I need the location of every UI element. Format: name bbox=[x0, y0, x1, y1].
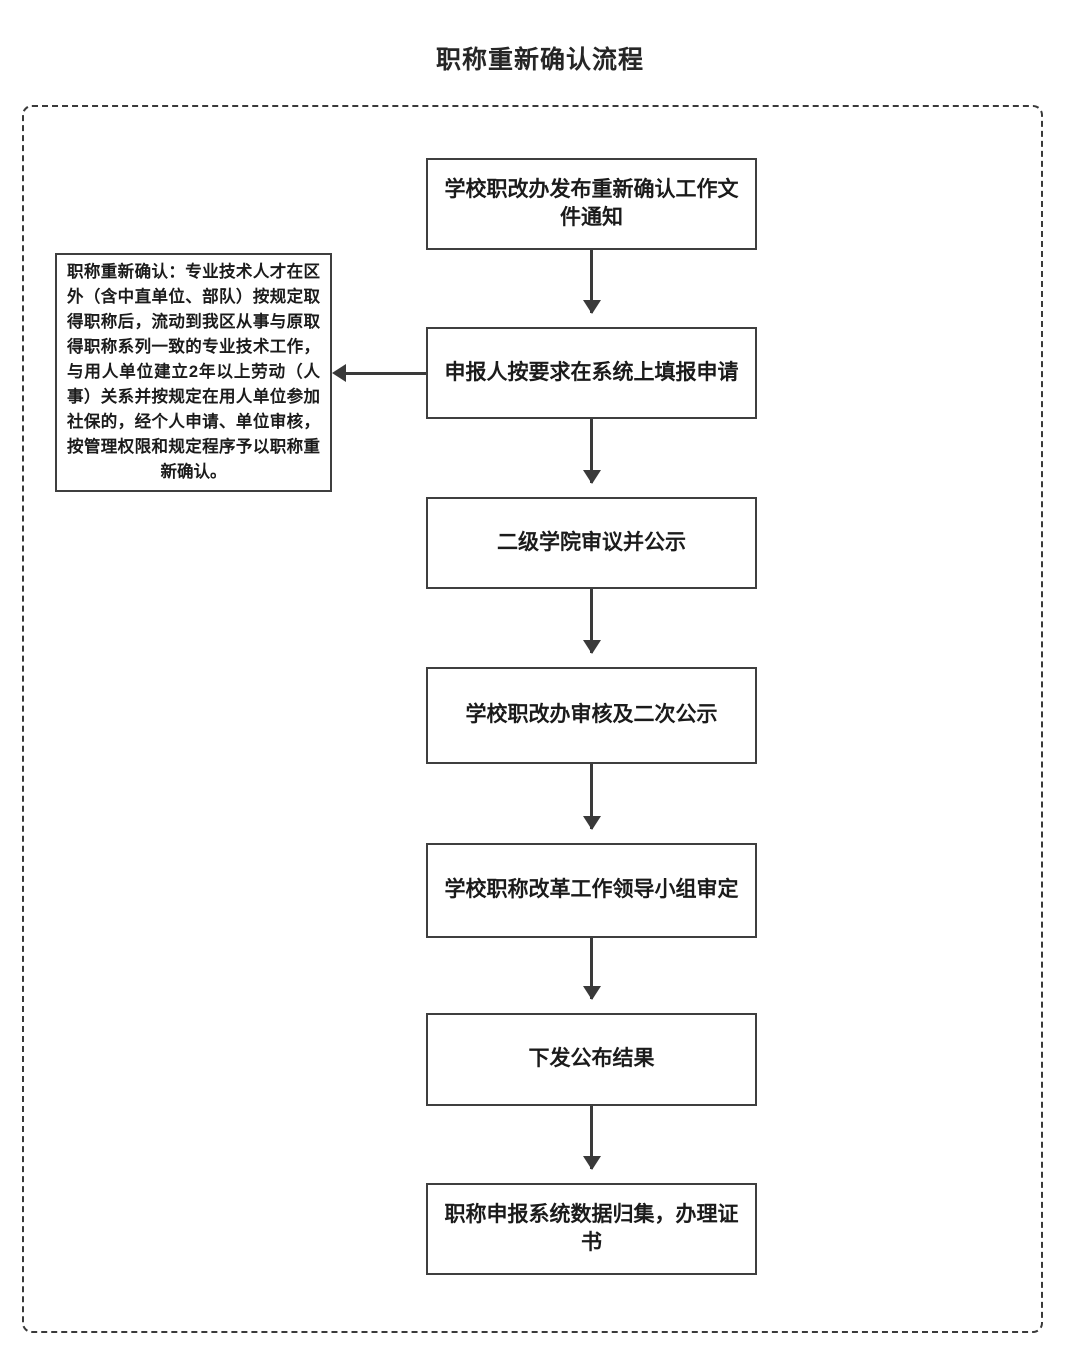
flow-step-4[interactable]: 学校职改办审核及二次公示 bbox=[426, 667, 757, 764]
flowchart-dashed-frame bbox=[22, 105, 1043, 1333]
flow-step-5[interactable]: 学校职称改革工作领导小组审定 bbox=[426, 843, 757, 938]
flow-arrow-6-icon bbox=[590, 1106, 593, 1169]
note-connector-line bbox=[340, 372, 426, 375]
flow-step-7[interactable]: 职称申报系统数据归集，办理证书 bbox=[426, 1183, 757, 1275]
note-text: 职称重新确认：专业技术人才在区外（含中直单位、部队）按规定取得职称后，流动到我区… bbox=[67, 262, 320, 482]
flow-step-1[interactable]: 学校职改办发布重新确认工作文件通知 bbox=[426, 158, 757, 250]
flow-arrow-3-icon bbox=[590, 589, 593, 653]
flow-step-6[interactable]: 下发公布结果 bbox=[426, 1013, 757, 1106]
flow-step-2[interactable]: 申报人按要求在系统上填报申请 bbox=[426, 327, 757, 419]
flow-step-3[interactable]: 二级学院审议并公示 bbox=[426, 497, 757, 589]
flow-arrow-5-icon bbox=[590, 938, 593, 999]
flow-arrow-2-icon bbox=[590, 419, 593, 483]
flow-arrow-4-icon bbox=[590, 764, 593, 829]
flow-arrow-1-icon bbox=[590, 250, 593, 313]
note-connector-arrowhead-icon bbox=[332, 364, 346, 382]
page-title: 职称重新确认流程 bbox=[435, 46, 644, 74]
note-box: 职称重新确认：专业技术人才在区外（含中直单位、部队）按规定取得职称后，流动到我区… bbox=[55, 253, 332, 492]
